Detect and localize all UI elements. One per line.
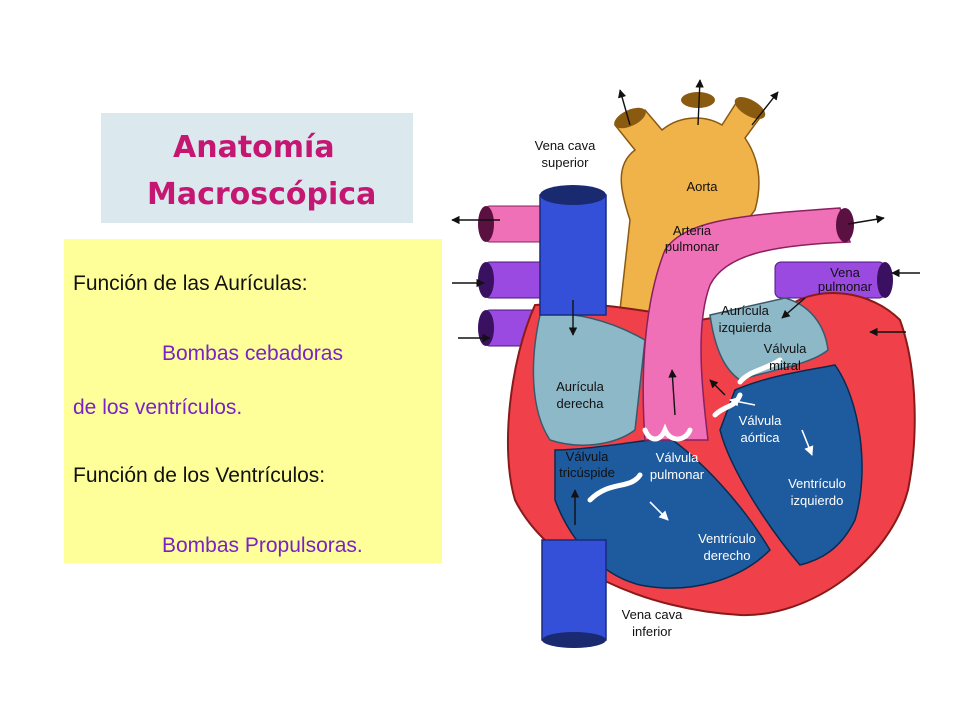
label-auricula-derecha-2: derecha <box>557 396 605 411</box>
diagram-labels: Vena cava superior Aorta Arteria pulmona… <box>535 138 873 639</box>
label-arteria-pulmonar-1: Arteria <box>673 223 712 238</box>
label-vena-pulmonar-1: Vena <box>830 265 860 280</box>
title-line-1: Anatomía <box>173 130 335 165</box>
label-vena-pulmonar-2: pulmonar <box>818 279 873 294</box>
label-vena-cava-superior-2: superior <box>542 155 590 170</box>
arrow-pulmonary-up <box>668 369 677 416</box>
label-auricula-derecha-1: Aurícula <box>556 379 604 394</box>
arrow-aorta-center <box>695 79 704 126</box>
arrow-aorta-right <box>751 91 779 126</box>
arrow-aortic-up <box>709 379 726 396</box>
label-valvula-pulmonar-2: pulmonar <box>650 467 705 482</box>
label-valvula-mitral-2: mitral <box>769 358 801 373</box>
label-auricula-izquierda-2: izquierda <box>719 320 773 335</box>
label-vena-cava-inferior-1: Vena cava <box>622 607 683 622</box>
pulmonary-artery-opening <box>836 208 854 242</box>
arrow-left-ventricle <box>801 429 814 456</box>
pulmonary-artery <box>642 207 851 441</box>
title-box: Anatomía Macroscópica <box>101 113 413 223</box>
ventricles-function-line: Bombas Propulsoras. <box>162 534 363 557</box>
ventricles-heading: Función de los Ventrículos: <box>73 464 326 487</box>
label-auricula-izquierda-1: Aurícula <box>721 303 769 318</box>
atria-function-line-2: de los ventrículos. <box>73 396 243 419</box>
label-vena-cava-superior-1: Vena cava <box>535 138 596 153</box>
label-ventriculo-izquierdo-1: Ventrículo <box>788 476 846 491</box>
pulmonary-valve <box>642 423 693 442</box>
atria-heading: Función de las Aurículas: <box>73 272 308 295</box>
label-ventriculo-derecho-1: Ventrículo <box>698 531 756 546</box>
label-ventriculo-izquierdo-2: izquierdo <box>791 493 844 508</box>
left-ventricle <box>719 364 863 566</box>
arrow-left-atrium <box>781 297 806 319</box>
label-vena-cava-inferior-2: inferior <box>632 624 672 639</box>
arrow-pulmonary-right-out <box>847 215 885 225</box>
title-line-2: Macroscópica <box>147 177 377 212</box>
label-valvula-aortica-2: aórtica <box>740 430 780 445</box>
label-ventriculo-derecho-2: derecho <box>704 548 751 563</box>
heart-diagram: Vena cava superior Aorta Arteria pulmona… <box>451 79 920 648</box>
right-atrium <box>532 312 646 446</box>
label-valvula-tricuspide-2: tricúspide <box>559 465 615 480</box>
label-valvula-tricuspide-1: Válvula <box>566 449 609 464</box>
arrow-aorta-left <box>618 89 631 126</box>
flow-arrows <box>451 79 920 525</box>
label-valvula-aortica-1: Válvula <box>739 413 782 428</box>
label-valvula-pulmonar-1: Válvula <box>656 450 699 465</box>
text-box: Función de las Aurículas: Bombas cebador… <box>64 239 442 563</box>
flow-arrows-white <box>649 396 814 521</box>
label-aorta: Aorta <box>686 179 718 194</box>
label-arteria-pulmonar-2: pulmonar <box>665 239 720 254</box>
vena-cava <box>539 185 607 648</box>
mitral-valve <box>737 357 783 385</box>
arrow-aortic-white <box>729 396 756 407</box>
tricuspid-valve <box>587 472 643 503</box>
label-valvula-mitral-1: Válvula <box>764 341 807 356</box>
left-atrium <box>709 297 829 381</box>
atria-function-line-1: Bombas cebadoras <box>162 342 343 365</box>
arrow-right-ventricle <box>649 501 669 521</box>
